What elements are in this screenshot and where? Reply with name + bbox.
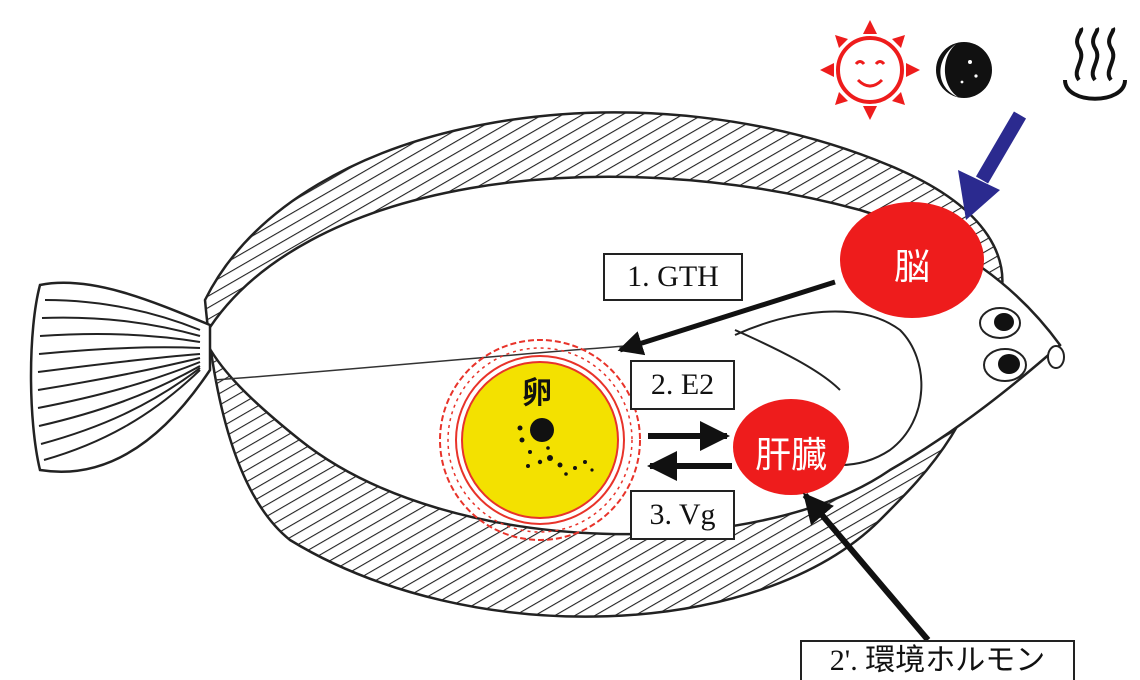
- hot-spring-icon: [1065, 28, 1125, 99]
- environment-arrow: [958, 115, 1020, 220]
- env-hormone-label: 2'. 環境ホルモン: [800, 640, 1075, 680]
- eye-lower: [984, 349, 1026, 381]
- moon-icon: [936, 42, 992, 98]
- mouth: [1048, 346, 1064, 368]
- vg-label: 3. Vg: [630, 490, 735, 540]
- tail-fin: [31, 283, 210, 472]
- e2-label: 2. E2: [630, 360, 735, 410]
- sun-icon: [820, 20, 920, 120]
- egg-label: 卵: [522, 368, 552, 412]
- brain-label: 脳: [872, 238, 952, 290]
- eye-upper: [980, 308, 1020, 338]
- gth-label: 1. GTH: [603, 253, 743, 301]
- liver-label: 肝臓: [736, 426, 846, 478]
